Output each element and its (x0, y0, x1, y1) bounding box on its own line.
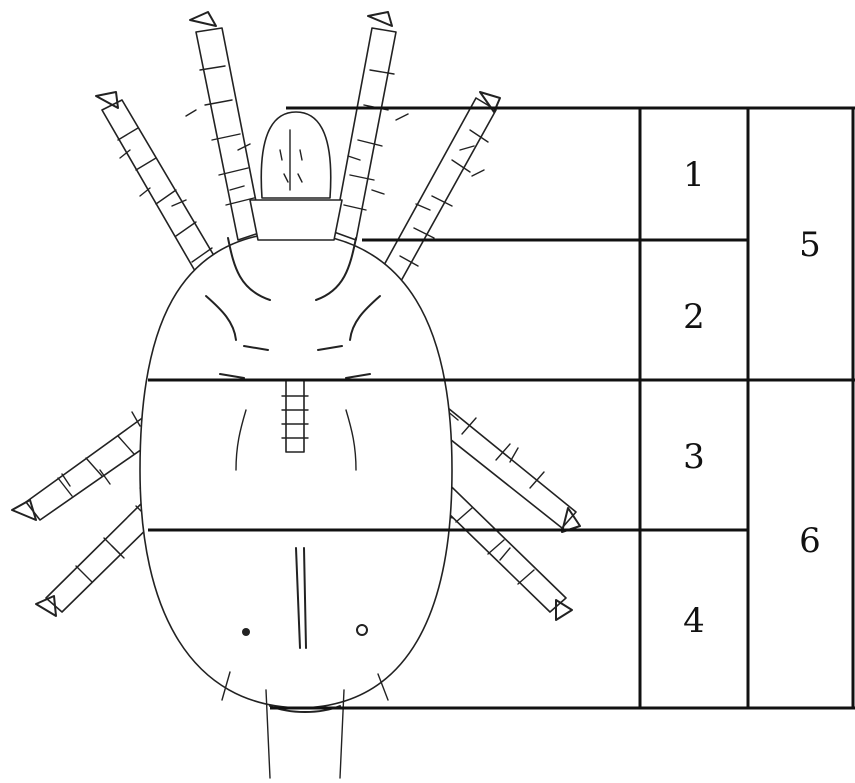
mite-leg-second-right (378, 92, 500, 290)
mite-genital-plate (282, 380, 308, 452)
mite-body (140, 232, 452, 708)
region-label-3: 3 (683, 437, 705, 477)
mite-leg-front-right (334, 12, 408, 240)
mite-ventral-view-icon (12, 12, 580, 778)
group-label-6: 6 (799, 521, 821, 561)
region-label-2: 2 (683, 297, 705, 337)
mite-capitulum (250, 112, 342, 240)
group-label-5: 5 (799, 225, 821, 265)
region-label-1: 1 (683, 155, 705, 195)
mite-pore-left (242, 628, 250, 636)
region-label-4: 4 (683, 601, 705, 641)
